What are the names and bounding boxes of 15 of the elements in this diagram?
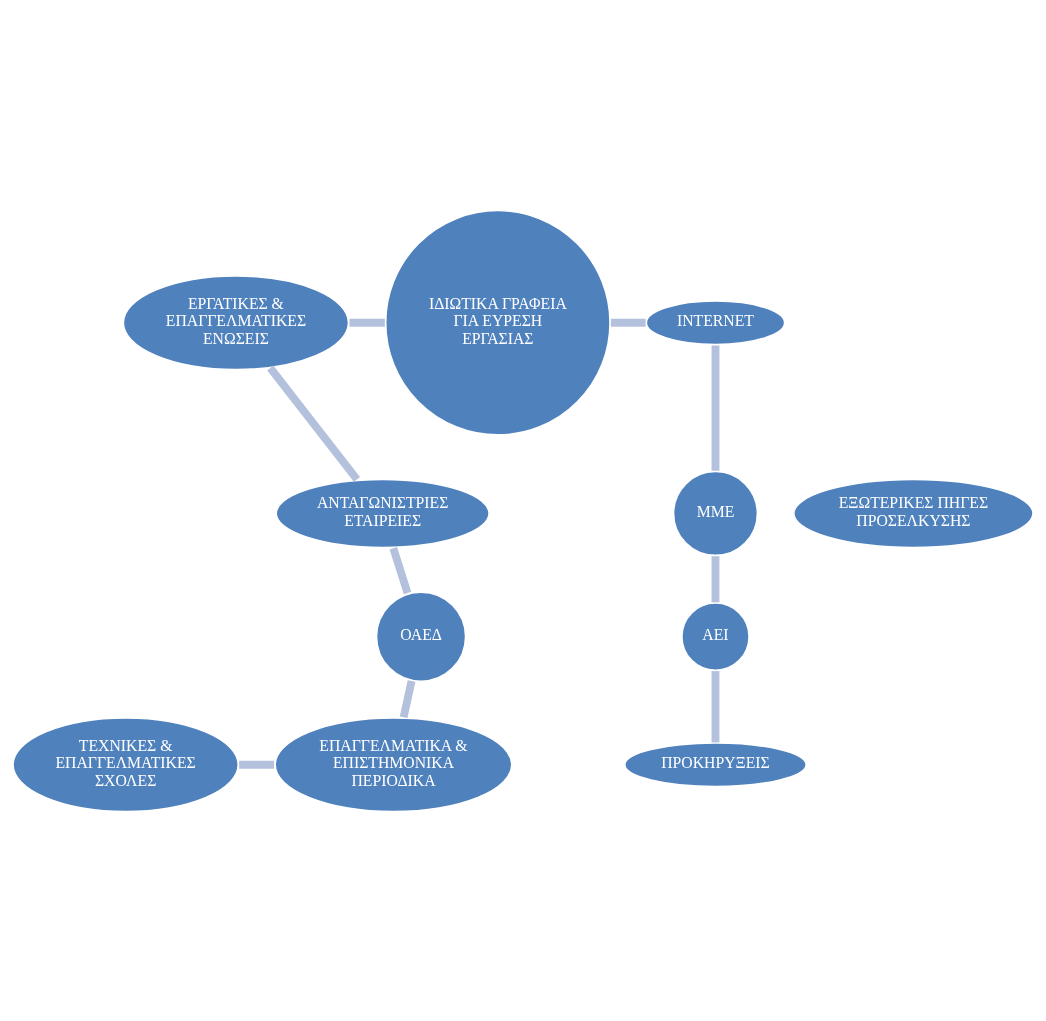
connector (610, 318, 646, 327)
connector (239, 760, 275, 769)
node-ellipse: ΤΕΧΝΙΚΕΣ & ΕΠΑΓΓΕΛΜΑΤΙΚΕΣ ΣΧΟΛΕΣ (10, 715, 241, 814)
node-circle: ΑΕΙ (679, 600, 752, 672)
connector (399, 679, 416, 718)
node-ellipse: INTERNET (644, 298, 787, 347)
connector (711, 344, 720, 471)
connector (389, 546, 412, 594)
node-ellipse: ΕΡΓΑΤΙΚΕΣ & ΕΠΑΓΓΕΛΜΑΤΙΚΕΣ ΕΝΩΣΕΙΣ (121, 273, 351, 372)
connector (711, 555, 720, 602)
connector (349, 318, 385, 327)
connector (267, 365, 361, 482)
node-ellipse: ΕΠΑΓΓΕΛΜΑΤΙΚΑ & ΕΠΙΣΤΗΜΟΝΙΚΑ ΠΕΡΙΟΔΙΚΑ (273, 715, 514, 814)
node-ellipse: ΠΡΟΚΗΡΥΞΕΙΣ (622, 740, 809, 789)
connector (711, 670, 720, 742)
